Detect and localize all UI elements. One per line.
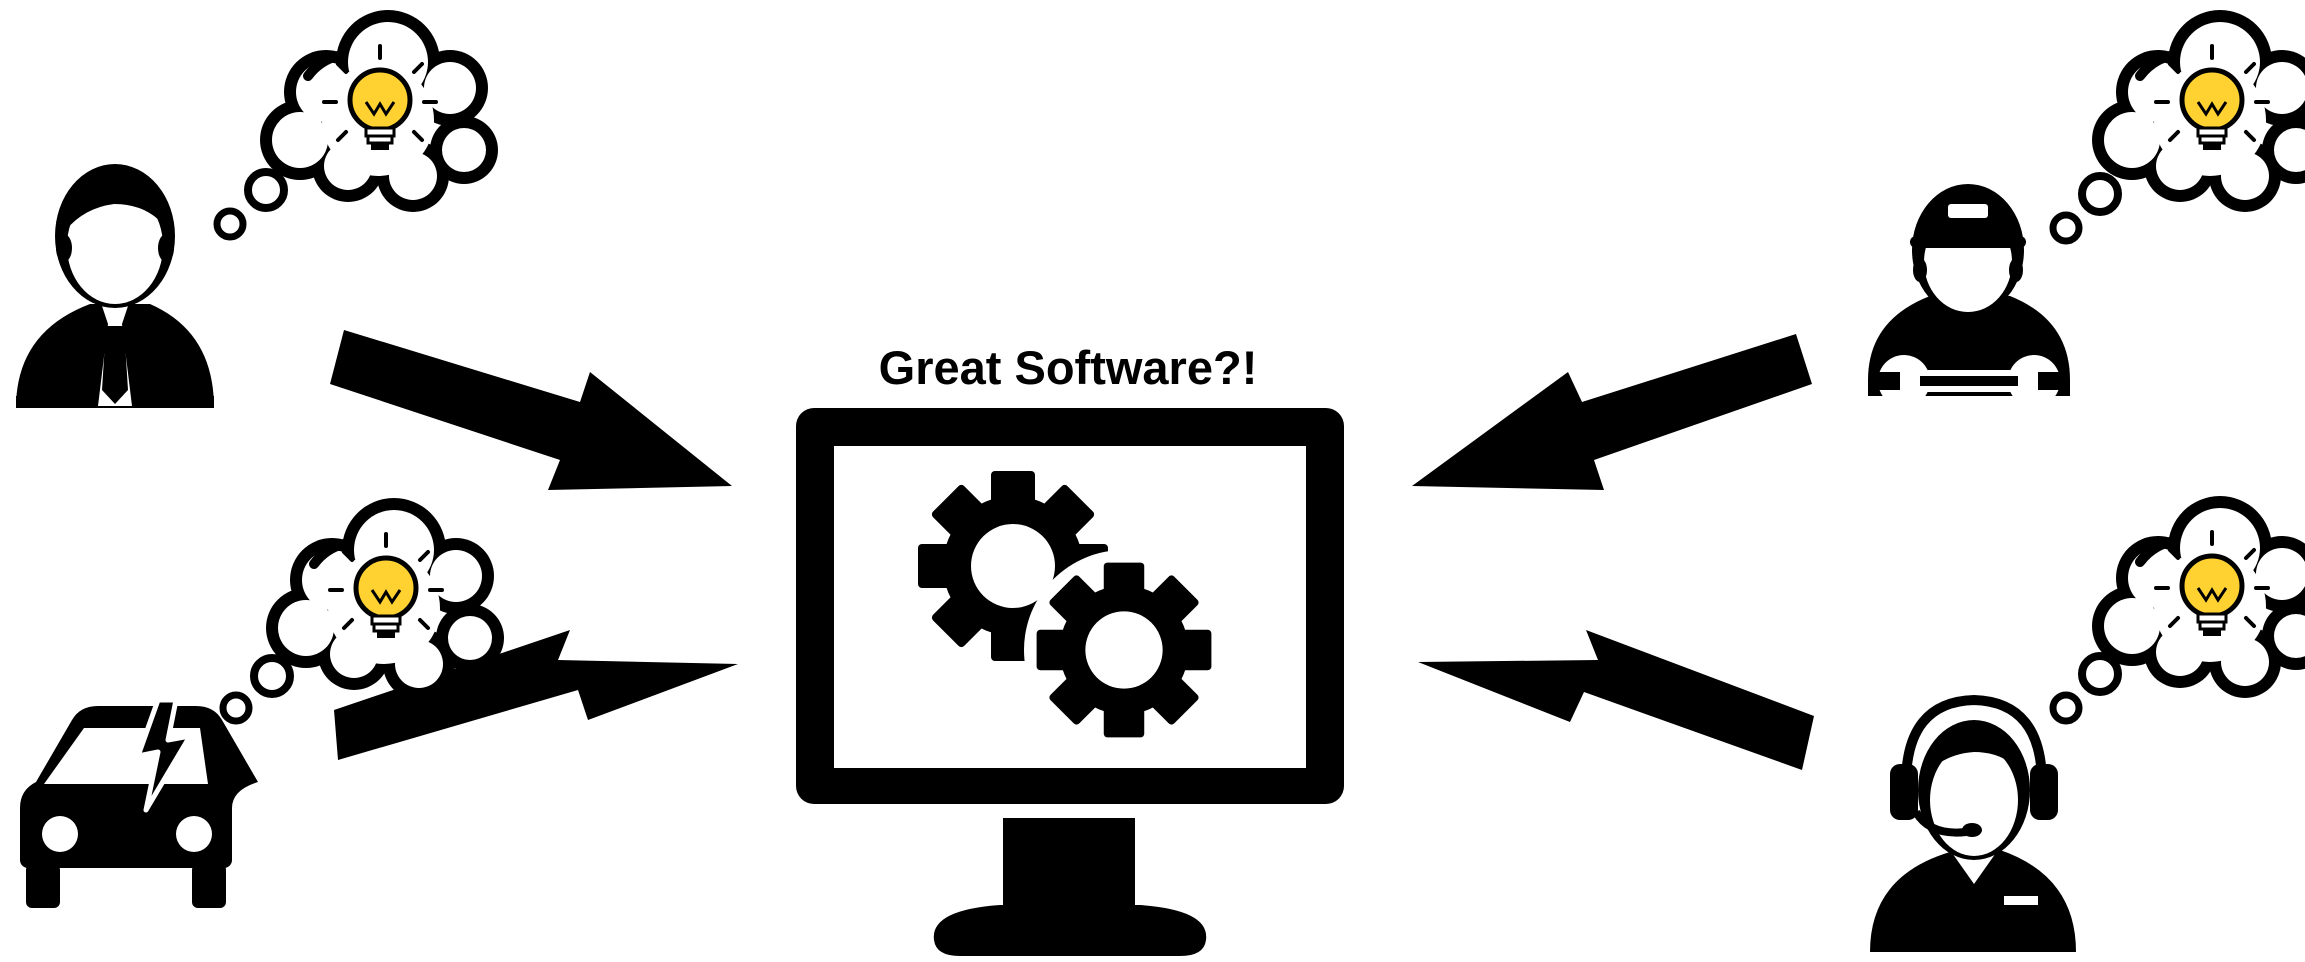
thought-dots	[219, 654, 294, 725]
thought-dots	[213, 168, 288, 241]
thought-dots	[2049, 172, 2122, 245]
lightbulb-thought-icon	[266, 498, 504, 700]
lightbulb-thought-icon	[260, 10, 498, 212]
arrow-from-businessman	[330, 330, 732, 490]
arrow-from-mechanic	[1412, 334, 1812, 490]
mechanic-icon	[1868, 184, 2070, 407]
businessman-icon	[16, 164, 214, 408]
diagram-title: Great Software?!	[879, 341, 1258, 394]
lightbulb-thought-icon	[2092, 496, 2305, 698]
electric-car-icon	[20, 697, 258, 908]
call-center-agent-icon	[1870, 694, 2076, 952]
monitor-icon	[796, 408, 1344, 956]
thought-dots	[2049, 652, 2122, 725]
arrow-from-support-agent	[1418, 630, 1814, 770]
arrow-from-car	[334, 630, 738, 760]
lightbulb-thought-icon	[2092, 10, 2305, 212]
gears-icon	[918, 471, 1224, 750]
